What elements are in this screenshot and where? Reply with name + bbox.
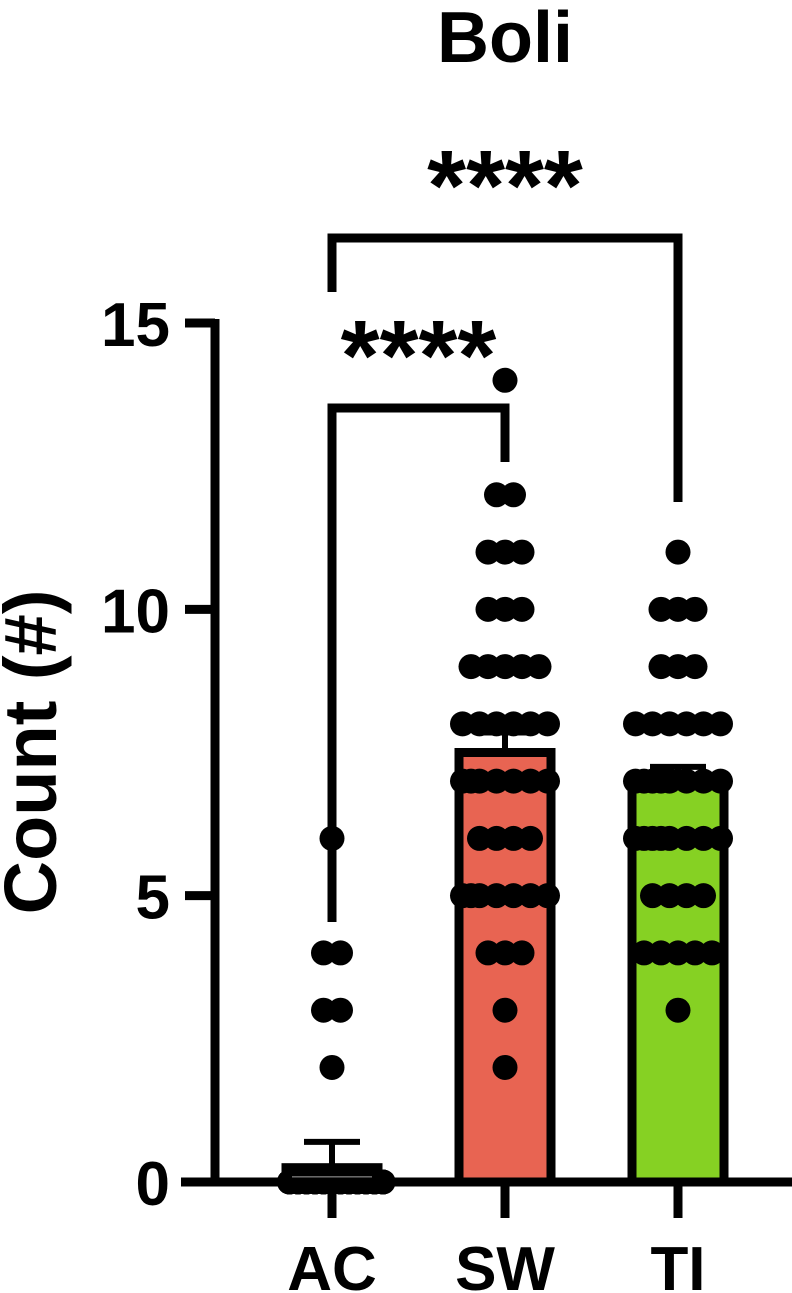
y-tick-label: 10 [101, 577, 170, 646]
data-point [535, 883, 560, 909]
bar-sw [454, 748, 556, 1187]
data-point [648, 768, 674, 794]
significance-bracket [327, 233, 683, 502]
y-tick-label: 15 [101, 291, 170, 360]
chart-title: Boli [437, 0, 573, 78]
data-point [319, 1054, 345, 1080]
x-tick-label: AC [287, 1235, 377, 1293]
data-point [708, 711, 733, 737]
data-point [665, 997, 691, 1023]
y-tick-label: 0 [136, 1150, 170, 1219]
data-point [328, 940, 353, 966]
data-point [501, 482, 526, 508]
data-point [509, 940, 535, 966]
significance-bracket [327, 403, 510, 922]
significance-label: **** [427, 130, 583, 242]
significance-label: **** [341, 300, 497, 412]
data-point [691, 883, 716, 909]
x-tick-label: SW [455, 1235, 555, 1293]
data-point [518, 825, 543, 851]
y-axis-label: Count (#) [0, 590, 72, 915]
data-point [665, 539, 691, 565]
data-point [535, 768, 560, 794]
data-point [526, 654, 552, 680]
significance-brackets: **** **** [327, 130, 683, 922]
data-point [492, 997, 518, 1023]
data-point [509, 539, 535, 565]
data-point [535, 711, 560, 737]
bars [281, 748, 729, 1187]
data-point [648, 825, 674, 851]
data-point [509, 596, 535, 622]
data-point [699, 940, 725, 966]
data-point [328, 997, 353, 1023]
x-tick-label: TI [650, 1235, 705, 1293]
y-tick-label: 5 [136, 864, 170, 933]
data-point [682, 596, 708, 622]
data-point [458, 768, 484, 794]
data-point [492, 367, 518, 393]
data-point [492, 1054, 518, 1080]
data-point [708, 768, 733, 794]
data-point [708, 825, 733, 851]
data-point [682, 654, 708, 680]
data-point [458, 883, 484, 909]
